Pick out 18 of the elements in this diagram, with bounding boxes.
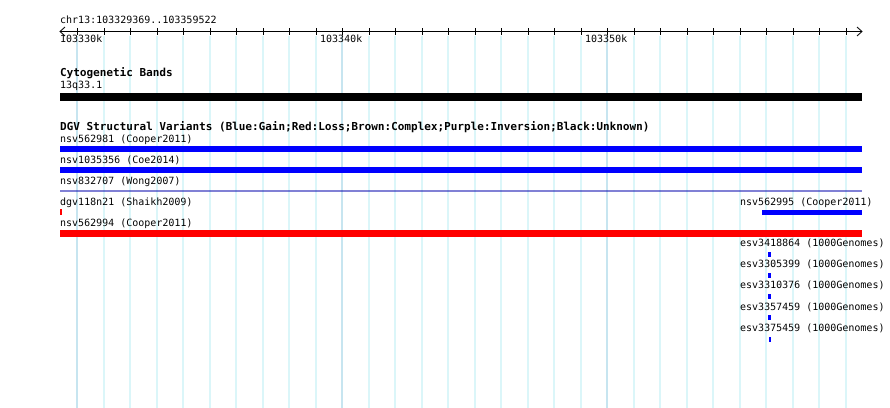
track-title: DGV Structural Variants (Blue:Gain;Red:Loss;Brown:Complex;Purple:Inversion;Black:Unknown) [60,121,650,133]
feature-label: nsv562994 (Cooper2011) [60,218,192,230]
feature-label: nsv562995 (Cooper2011) [740,197,872,209]
feature-label: esv3375459 (1000Genomes) [740,323,884,335]
locus-label: chr13:103329369..103359522 [60,15,217,27]
feature-label: esv3357459 (1000Genomes) [740,302,884,314]
feature-label: nsv832707 (Wong2007) [60,176,180,188]
tick-label: 103350k [585,34,628,46]
feature-label: esv3310376 (1000Genomes) [740,280,884,292]
feature-label: esv3418864 (1000Genomes) [740,238,884,250]
track-title: Cytogenetic Bands [60,67,173,79]
feature-label: nsv562981 (Cooper2011) [60,134,192,146]
feature-label: dgv118n21 (Shaikh2009) [60,197,192,209]
band-label: 13q33.1 [60,80,102,92]
feature-label: esv3305399 (1000Genomes) [740,259,884,271]
tick-label: 103340k [320,34,362,46]
feature-label: nsv1035356 (Coe2014) [60,155,180,167]
tick-label: 103330k [60,34,102,46]
